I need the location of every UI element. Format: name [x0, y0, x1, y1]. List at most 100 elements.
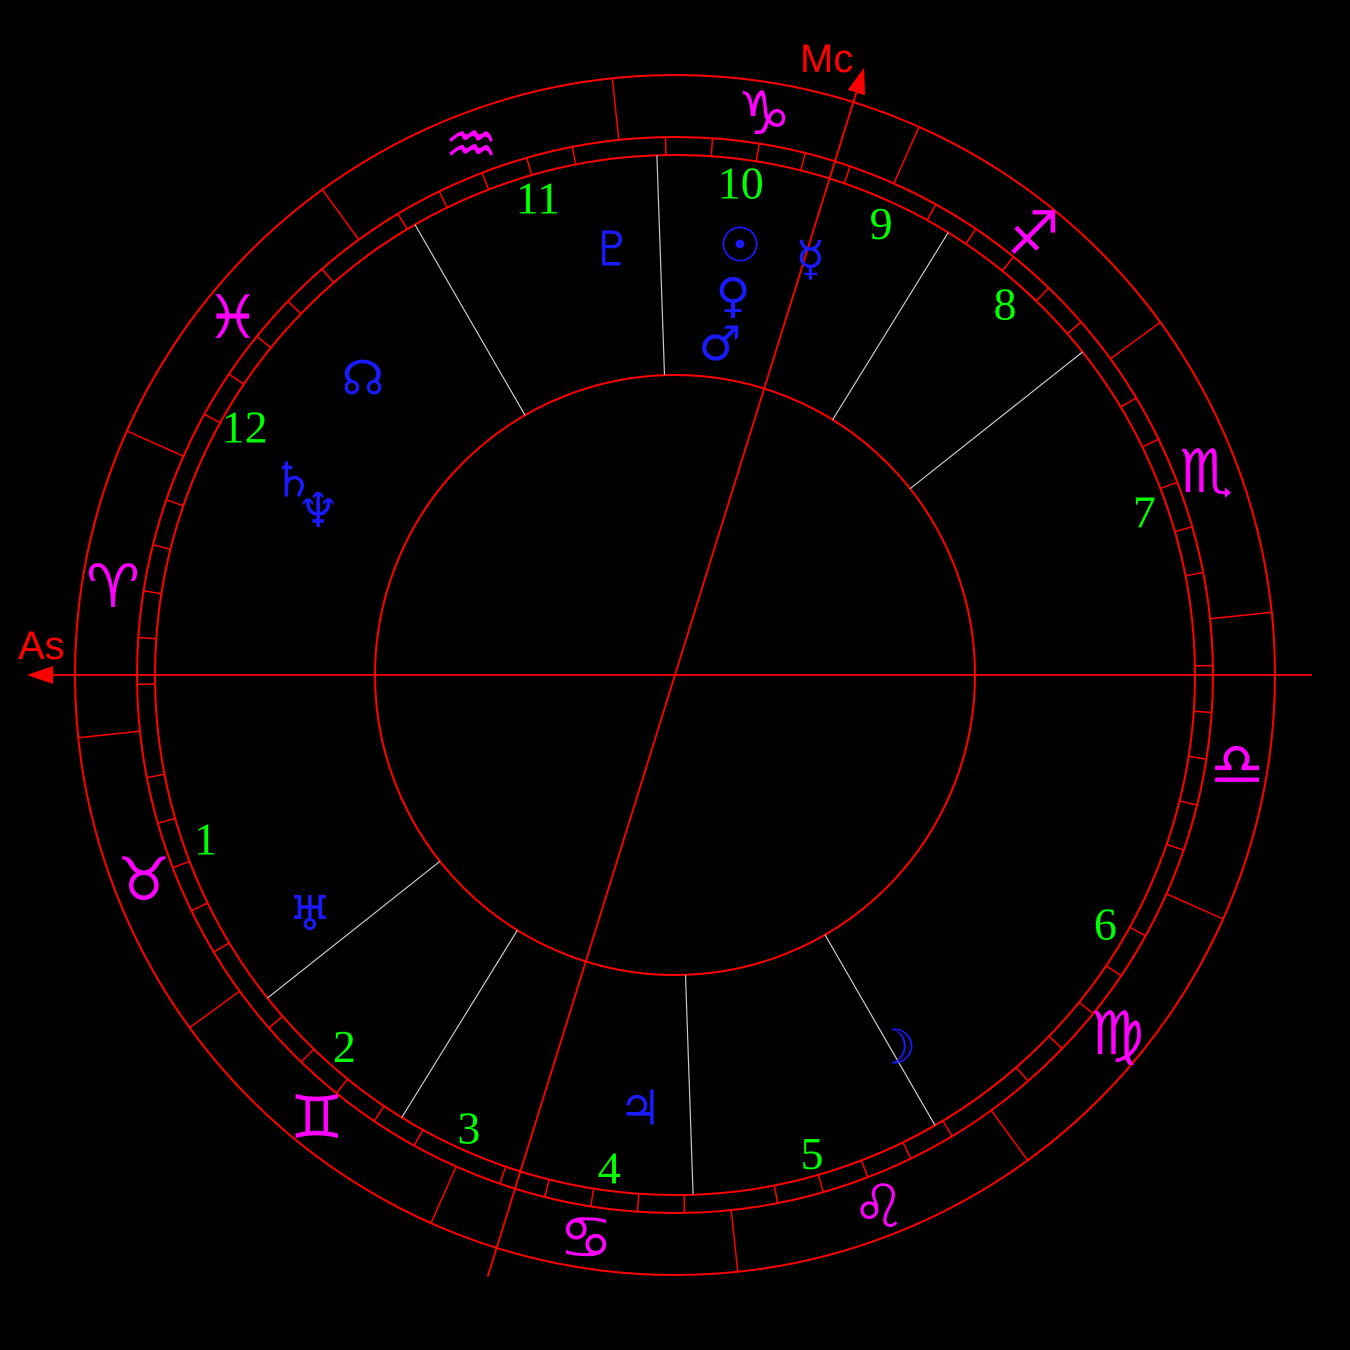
degree-tick: [146, 773, 165, 779]
degree-tick: [1142, 438, 1159, 448]
house-cusp-line: [401, 929, 518, 1118]
degree-tick: [1048, 1035, 1063, 1050]
degree-tick: [1035, 287, 1050, 302]
degree-tick: [268, 1015, 284, 1029]
degree-tick: [397, 213, 408, 230]
degree-tick: [1185, 571, 1204, 577]
ascendant-arrow: [27, 666, 53, 684]
degree-tick: [860, 1160, 869, 1178]
degree-tick: [1166, 843, 1184, 851]
zodiac-sign-capricorn-icon: ♑: [737, 79, 791, 149]
house-cusp-line: [909, 351, 1083, 490]
degree-tick: [1188, 755, 1207, 760]
house-11-number: 11: [516, 172, 560, 223]
degree-tick: [172, 860, 190, 869]
degree-tick: [755, 143, 760, 162]
planet-sun-icon: ☉: [718, 218, 761, 274]
house-9-number: 9: [870, 198, 893, 249]
house-cusp-line: [414, 224, 526, 416]
degree-tick: [287, 300, 302, 315]
degree-tick: [335, 1078, 349, 1094]
chart-axes: [27, 67, 1312, 1277]
house-2-number: 2: [333, 1021, 356, 1072]
sign-divider: [990, 1109, 1029, 1161]
house-12-number: 12: [222, 402, 268, 453]
house-cusp-line: [824, 934, 936, 1126]
house-3-number: 3: [457, 1102, 480, 1153]
planet-north-node-icon: ☊: [342, 351, 385, 407]
house-10-number: 10: [718, 158, 764, 209]
sign-divider: [78, 730, 140, 739]
degree-tick: [1174, 525, 1193, 533]
midheaven-arrow: [847, 67, 865, 96]
planet-jupiter-icon: ♃: [619, 1080, 662, 1136]
planet-moon-icon: ☽: [873, 1020, 916, 1076]
house-cusp-line: [267, 860, 441, 999]
planet-venus-icon: ♀: [716, 268, 751, 324]
planet-neptune-icon: ♆: [297, 483, 340, 539]
midheaven-label: Mc: [800, 37, 853, 81]
degree-tick: [321, 268, 335, 284]
degree-tick: [926, 204, 937, 221]
degree-tick: [544, 1179, 550, 1198]
house-cusp-line: [832, 232, 949, 421]
planet-mars-icon: ♂: [698, 316, 741, 372]
planets: ☉☽☿♀♂♃♄♅♆♇☊: [272, 218, 917, 1137]
zodiac-sign-cancer-icon: ♋: [559, 1203, 613, 1273]
sign-divider: [730, 1210, 739, 1272]
house-cusp-line: [684, 974, 694, 1195]
degree-tick: [166, 499, 184, 507]
sign-divider: [1109, 321, 1161, 360]
degree-tick: [1129, 926, 1146, 937]
zodiac-sign-gemini-icon: ♊: [290, 1083, 344, 1153]
degree-tick: [902, 1142, 912, 1159]
zodiac-sign-taurus-icon: ♉: [117, 845, 171, 915]
degree-tick: [525, 157, 533, 176]
degree-tick: [1120, 397, 1137, 408]
degree-tick: [773, 1185, 779, 1204]
zodiac-sign-virgo-icon: ♍: [1090, 999, 1144, 1069]
sign-dividers: [78, 78, 1272, 1272]
house-cusp-line: [656, 155, 666, 376]
degree-tick: [843, 166, 851, 184]
sign-divider: [321, 189, 360, 241]
sign-divider: [430, 1166, 457, 1224]
degree-tick: [373, 1105, 385, 1122]
planet-pluto-icon: ♇: [590, 221, 633, 277]
degree-tick: [710, 138, 714, 157]
degree-tick: [191, 902, 208, 912]
sign-divider: [1166, 893, 1224, 920]
degree-tick: [228, 373, 245, 385]
degree-tick: [152, 544, 171, 550]
zodiac-sign-aries-icon: ♈: [86, 552, 140, 622]
degree-tick: [438, 191, 448, 208]
zodiac-sign-sagittarius-icon: ♐: [1006, 199, 1060, 269]
degree-tick: [1193, 710, 1212, 714]
house-8-number: 8: [994, 278, 1017, 329]
degree-tick: [204, 413, 221, 424]
degree-tick: [800, 152, 806, 171]
zodiac-sign-scorpio-icon: ♏: [1179, 437, 1233, 507]
degree-tick: [571, 146, 577, 165]
degree-tick: [213, 942, 230, 953]
degree-tick: [256, 335, 272, 349]
zodiac-signs: ♈♉♊♋♌♍♎♏♐♑♒♓: [86, 79, 1264, 1273]
degree-tick: [1179, 800, 1198, 806]
planet-uranus-icon: ♅: [288, 886, 331, 942]
zodiac-sign-libra-icon: ♎: [1210, 730, 1264, 800]
planet-saturn-icon: ♄: [272, 452, 315, 508]
degree-tick: [138, 636, 157, 640]
sign-divider: [126, 430, 184, 457]
degree-tick: [817, 1174, 825, 1193]
degree-tick: [1001, 256, 1015, 272]
sign-divider: [189, 990, 241, 1029]
degree-tick: [300, 1048, 315, 1063]
degree-tick: [1105, 965, 1122, 977]
degree-tick: [413, 1129, 424, 1146]
house-cusp-lines: [267, 155, 1083, 1195]
degree-tick: [1066, 321, 1082, 335]
sign-divider: [611, 78, 620, 140]
